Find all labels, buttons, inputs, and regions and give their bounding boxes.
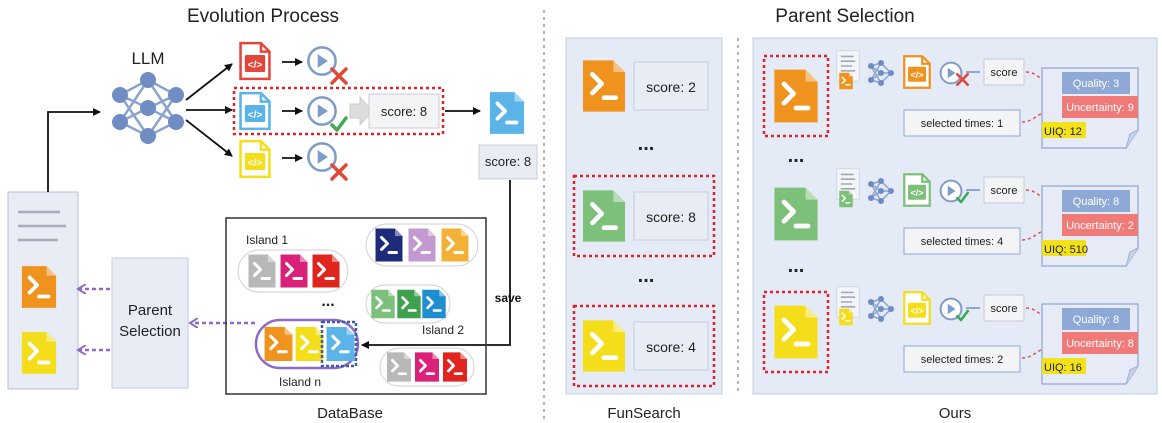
ours-item: score selected times: 4 Quality: 8 Uncertai… — [774, 168, 1139, 267]
score-label: score — [991, 303, 1018, 315]
database-label: DataBase — [317, 405, 383, 422]
ours-label: Ours — [939, 405, 972, 422]
fail-cross-icon — [330, 163, 348, 181]
ours-ellipsis: ... — [788, 145, 805, 167]
quality-value: Quality: 8 — [1073, 314, 1119, 326]
program-file-icon — [263, 325, 294, 363]
program-file-icon — [838, 308, 854, 326]
uiq-value: UIQ: 510 — [1044, 244, 1088, 256]
uncertainty-value: Uncertainty: 8 — [1066, 338, 1134, 350]
uiq-value: UIQ: 12 — [1044, 126, 1082, 138]
code-file-icon — [239, 91, 271, 131]
funsearch-label: FunSearch — [607, 405, 680, 422]
code-file-icon — [903, 55, 931, 89]
program-file-icon — [406, 227, 438, 263]
neural-network-icon — [112, 72, 184, 144]
ours-item: score selected times: 2 Quality: 8 Uncertai… — [762, 286, 1139, 385]
uncertainty-value: Uncertainty: 9 — [1066, 102, 1134, 114]
funsearch-ellipsis: ... — [638, 265, 655, 287]
program-file-icon — [421, 288, 447, 320]
code-file-icon — [239, 139, 271, 179]
program-file-icon — [325, 325, 356, 363]
funsearch-score: score: 8 — [646, 209, 696, 225]
program-file-icon — [247, 253, 277, 289]
program-file-icon — [396, 288, 422, 320]
parent-selection-label: Parent — [128, 302, 173, 319]
database-box — [225, 217, 487, 395]
island2-label: Island 2 — [422, 323, 464, 337]
code-file-icon — [903, 173, 931, 207]
program-file-icon — [838, 190, 854, 208]
program-file-icon — [439, 227, 471, 263]
funsearch-ellipsis: ... — [638, 133, 655, 155]
selected-score: score: 8 — [485, 154, 531, 169]
uncertainty-value: Uncertainty: 2 — [1066, 220, 1134, 232]
program-file-icon — [838, 72, 854, 90]
quality-value: Quality: 8 — [1073, 196, 1119, 208]
save-label: save — [495, 291, 522, 305]
selected-times: selected times: 4 — [921, 236, 1004, 248]
program-file-icon — [774, 70, 817, 123]
ours-ellipsis: ... — [788, 255, 805, 277]
quality-value: Quality: 3 — [1073, 78, 1119, 90]
program-file-icon — [441, 351, 469, 383]
program-file-icon — [20, 330, 58, 376]
evolution-process-heading: Evolution Process — [187, 6, 339, 27]
selected-times: selected times: 1 — [921, 118, 1004, 130]
program-file-icon — [583, 60, 625, 111]
selected-times: selected times: 2 — [921, 354, 1004, 366]
score-label: score — [991, 185, 1018, 197]
funsearch-score: score: 4 — [646, 339, 696, 355]
funsearch-item: score: 8 — [572, 174, 716, 258]
fail-cross-icon — [330, 67, 348, 85]
pass-check-icon — [330, 116, 348, 132]
funsearch-item: score: 4 — [572, 304, 716, 388]
evaluate-icon — [939, 61, 963, 85]
database-ellipsis: ... — [321, 293, 334, 310]
island1-label: Island 1 — [246, 233, 288, 247]
ours-item: score selected times: 1 Quality: 3 Uncertai… — [762, 50, 1139, 149]
funsearch-item: score: 2 — [583, 60, 709, 111]
program-file-icon — [373, 227, 405, 263]
program-file-icon — [583, 320, 625, 371]
code-file-icon — [903, 291, 931, 325]
program-file-icon — [20, 264, 58, 310]
selected-candidate-box — [232, 86, 445, 136]
program-file-icon — [294, 325, 325, 363]
candidate-score: score: 8 — [381, 104, 427, 119]
llm-label: LLM — [131, 49, 164, 68]
program-file-icon — [413, 351, 441, 383]
code-file-icon — [239, 41, 271, 81]
program-file-icon — [385, 351, 413, 383]
program-file-icon — [311, 253, 341, 289]
program-file-icon — [370, 288, 396, 320]
population-document — [7, 191, 79, 390]
islandn-label: Island n — [279, 375, 321, 389]
program-file-icon — [488, 90, 526, 136]
funsearch-score: score: 2 — [646, 79, 696, 95]
program-file-icon — [583, 190, 625, 241]
parent-selection-heading: Parent Selection — [775, 6, 914, 27]
program-file-icon — [279, 253, 309, 289]
program-file-icon — [774, 306, 817, 359]
program-file-icon — [774, 188, 817, 241]
uiq-value: UIQ: 16 — [1044, 362, 1082, 374]
parent-selection-label: Selection — [119, 323, 181, 340]
score-label: score — [991, 67, 1018, 79]
parent-selection-box — [111, 257, 189, 389]
evaluate-icon — [307, 96, 337, 126]
